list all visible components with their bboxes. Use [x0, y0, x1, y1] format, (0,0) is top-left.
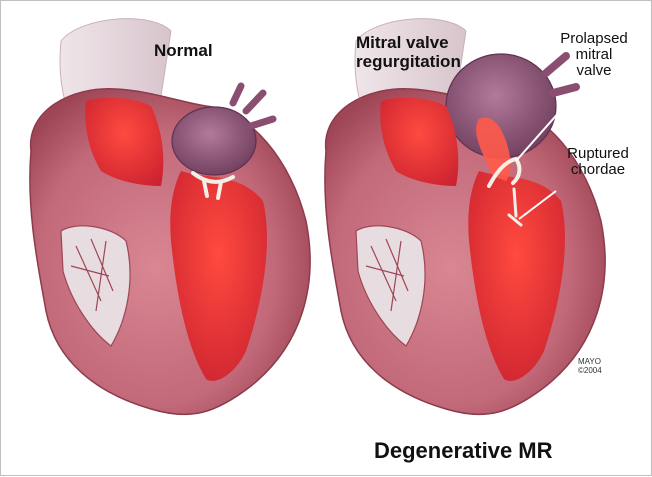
- prolapsed-line3: valve: [546, 63, 642, 79]
- ruptured-line2: chordae: [554, 162, 642, 178]
- mr-title: Mitral valve regurgitation: [356, 33, 461, 71]
- figure-caption: Degenerative MR: [374, 438, 553, 464]
- ruptured-line1: Ruptured: [554, 146, 642, 162]
- credit-line2: ©2004: [578, 366, 602, 375]
- normal-left-atrium: [172, 107, 256, 175]
- normal-title: Normal: [154, 41, 213, 60]
- prolapsed-line1: Prolapsed: [546, 31, 642, 47]
- prolapsed-callout: Prolapsed mitral valve: [546, 31, 642, 79]
- mr-title-line1: Mitral valve: [356, 33, 461, 52]
- mr-title-line2: regurgitation: [356, 52, 461, 71]
- ruptured-callout: Ruptured chordae: [554, 146, 642, 178]
- credit-line1: MAYO: [578, 357, 602, 366]
- normal-heart: [30, 19, 310, 415]
- mayo-credit: MAYO ©2004: [578, 357, 602, 375]
- prolapsed-line2: mitral: [546, 47, 642, 63]
